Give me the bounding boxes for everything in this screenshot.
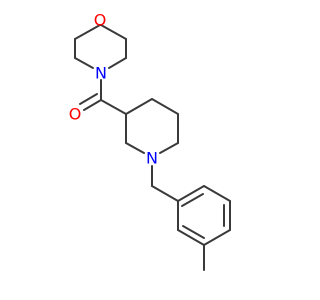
atom-labels: O N O N [69, 11, 158, 168]
bond [100, 99, 127, 115]
bond [151, 98, 179, 115]
molecule-diagram: O N O N [69, 11, 231, 271]
bond [203, 185, 231, 202]
bond [177, 185, 205, 202]
bond [74, 24, 101, 40]
bond [108, 57, 127, 69]
atom-oxygen-carbonyl: O [69, 105, 82, 124]
atom-oxygen-morpholine: O [94, 11, 107, 30]
bonds [74, 24, 231, 271]
bond [177, 229, 205, 246]
bond [151, 185, 179, 202]
bond [74, 57, 94, 69]
bond [203, 229, 231, 246]
double-bond [181, 193, 204, 207]
bond [100, 24, 127, 40]
bond [125, 142, 145, 154]
bond [125, 98, 153, 115]
bond [159, 142, 179, 154]
double-bond [79, 93, 98, 105]
double-bond [182, 225, 205, 239]
atom-nitrogen-piperidine: N [146, 149, 158, 168]
atom-nitrogen-morpholine: N [95, 64, 107, 83]
double-bond [83, 99, 102, 111]
